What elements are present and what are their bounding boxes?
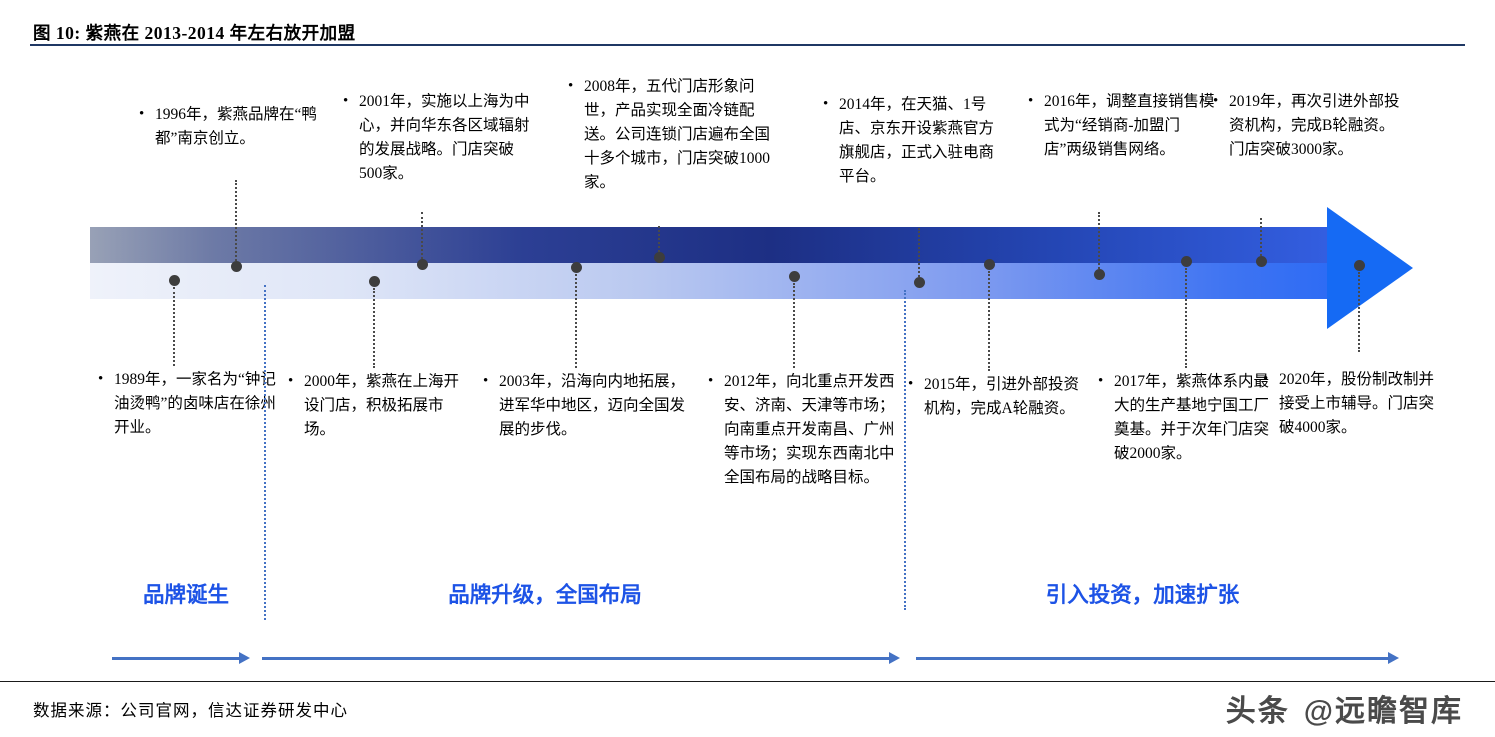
phase-label-1: 品牌诞生 [142,583,229,607]
timeline-arrow-upper-band [90,227,1327,263]
watermark: 头条 @远瞻智库 [1226,686,1463,730]
bullet-icon: • [568,78,574,94]
bullet-icon: • [139,106,145,122]
phase-separator-1 [264,285,266,620]
timeline-event-2003: • 2003年，沿海向内地拓展，进军华中地区，迈向全国发展的步伐。 [482,370,685,442]
phase-label-3: 引入投资，加速扩张 [1045,583,1240,607]
timeline-arrow-lower-band [90,263,1327,299]
timeline-dot-2003 [571,262,582,273]
timeline-arrowhead-icon [1327,207,1413,329]
timeline-dot-2008 [654,252,665,263]
bullet-icon: • [708,373,714,389]
timeline-dot-2019 [1256,256,1267,267]
phase-arrow-1 [112,652,250,663]
timeline-event-2017: • 2017年，紫燕体系内最大的生产基地宁国工厂奠基。并于次年门店突破2000家… [1097,370,1284,466]
event-text-2014: 2014年，在天猫、1号店、京东开设紫燕官方旗舰店，正式入驻电商平台。 [839,96,995,186]
bullet-icon: • [1098,373,1104,389]
event-text-2012: 2012年，向北重点开发西安、济南、天津等市场；向南重点开发南昌、广州等市场；实… [724,373,895,487]
timeline-event-2008: • 2008年，五代门店形象问世，产品实现全面冷链配送。公司连锁门店遍布全国十多… [567,75,770,195]
timeline-dot-2020 [1354,260,1365,271]
timeline-event-2012: • 2012年，向北重点开发西安、济南、天津等市场；向南重点开发南昌、广州等市场… [707,370,902,490]
bullet-icon: • [1263,371,1269,387]
event-text-2003: 2003年，沿海向内地拓展，进军华中地区，迈向全国发展的步伐。 [499,373,686,439]
timeline-dot-2017 [1181,256,1192,267]
connector-2012 [793,283,795,368]
phase-separator-2 [904,290,906,610]
timeline-dot-1996 [231,261,242,272]
connector-2015 [988,271,990,371]
event-text-1996: 1996年，紫燕品牌在“鸭都”南京创立。 [155,106,317,148]
footer-divider [0,681,1495,682]
timeline-dot-2001 [417,259,428,270]
event-text-2019: 2019年，再次引进外部投资机构，完成B轮融资。门店突破3000家。 [1229,93,1400,159]
timeline-dot-1989 [169,275,180,286]
connector-2008 [658,226,660,252]
event-text-2000: 2000年，紫燕在上海开设门店，积极拓展市场。 [304,373,460,439]
phase-arrow-3 [916,652,1399,663]
connector-1996 [235,180,237,261]
connector-2001 [421,212,423,259]
connector-2003 [575,274,577,368]
watermark-brand: 头条 [1225,695,1290,728]
timeline-dot-2015 [984,259,995,270]
timeline-event-2016: • 2016年，调整直接销售模式为“经销商-加盟门店”两级销售网络。 [1027,90,1216,162]
timeline-event-2000: • 2000年，紫燕在上海开设门店，积极拓展市场。 [287,370,472,442]
bullet-icon: • [483,373,489,389]
event-text-2016: 2016年，调整直接销售模式为“经销商-加盟门店”两级销售网络。 [1044,93,1215,159]
event-text-2015: 2015年，引进外部投资机构，完成A轮融资。 [924,376,1080,418]
bullet-icon: • [1028,93,1034,109]
bullet-icon: • [908,376,914,392]
bullet-icon: • [98,371,104,387]
timeline-dot-2016 [1094,269,1105,280]
timeline-event-1989: • 1989年，一家名为“钟记油烫鸭”的卤味店在徐州开业。 [97,368,286,440]
connector-2000 [373,288,375,368]
timeline-dot-2000 [369,276,380,287]
timeline-event-1996: • 1996年，紫燕品牌在“鸭都”南京创立。 [138,103,320,151]
timeline-event-2015: • 2015年，引进外部投资机构，完成A轮融资。 [907,373,1092,421]
connector-2014 [918,228,920,277]
bullet-icon: • [1213,93,1219,109]
event-text-2017: 2017年，紫燕体系内最大的生产基地宁国工厂奠基。并于次年门店突破2000家。 [1114,373,1270,463]
event-text-2008: 2008年，五代门店形象问世，产品实现全面冷链配送。公司连锁门店遍布全国十多个城… [584,78,771,192]
bullet-icon: • [343,93,349,109]
watermark-handle: @远瞻智库 [1303,695,1463,728]
connector-2017 [1185,268,1187,368]
event-text-2001: 2001年，实施以上海为中心，并向华东各区域辐射的发展战略。门店突破500家。 [359,93,530,183]
event-text-2020: 2020年，股份制改制并接受上市辅导。门店突破4000家。 [1279,371,1435,437]
bullet-icon: • [288,373,294,389]
timeline-event-2001: • 2001年，实施以上海为中心，并向华东各区域辐射的发展战略。门店突破500家… [342,90,535,186]
connector-1989 [173,287,175,366]
timeline-event-2020: • 2020年，股份制改制并接受上市辅导。门店突破4000家。 [1262,368,1434,440]
phase-arrow-2 [262,652,900,663]
figure-title: 图 10: 紫燕在 2013-2014 年左右放开加盟 [33,23,356,43]
connector-2016 [1098,212,1100,269]
timeline-dot-2014 [914,277,925,288]
title-underline [30,44,1465,46]
event-text-1989: 1989年，一家名为“钟记油烫鸭”的卤味店在徐州开业。 [114,371,276,437]
timeline-dot-2012 [789,271,800,282]
phase-label-2: 品牌升级，全国布局 [448,583,642,607]
timeline-event-2014: • 2014年，在天猫、1号店、京东开设紫燕官方旗舰店，正式入驻电商平台。 [822,93,1009,189]
bullet-icon: • [823,96,829,112]
connector-2020 [1358,272,1360,352]
connector-2019 [1260,218,1262,256]
timeline-event-2019: • 2019年，再次引进外部投资机构，完成B轮融资。门店突破3000家。 [1212,90,1405,162]
data-source-note: 数据来源：公司官网，信达证券研发中心 [33,701,348,720]
